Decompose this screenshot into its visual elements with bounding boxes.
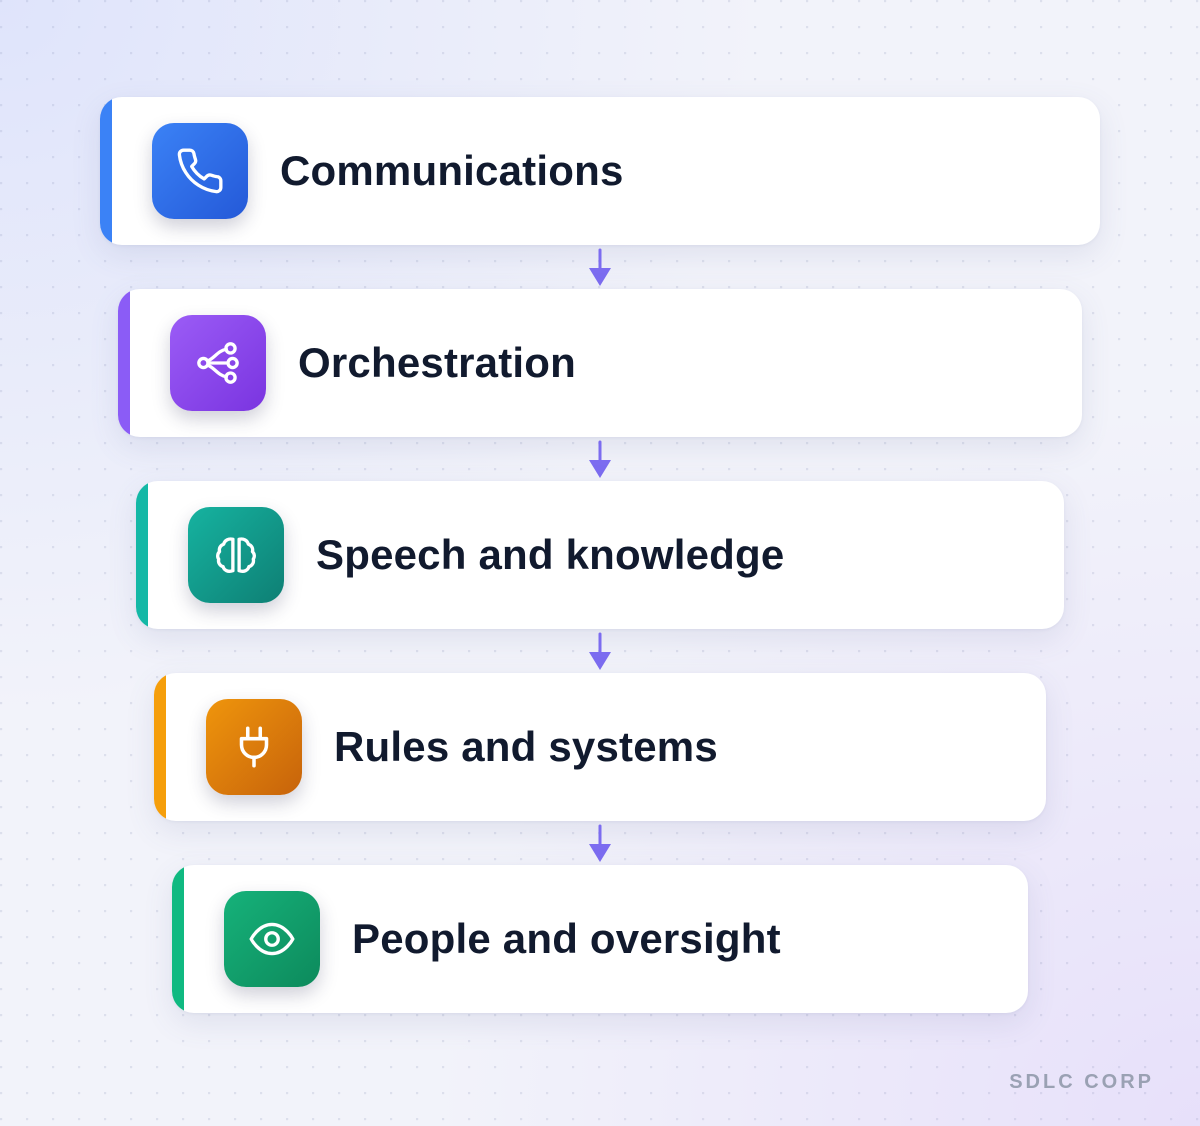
brain-icon <box>216 537 256 573</box>
down-arrow-connector <box>589 632 611 670</box>
step-label: Speech and knowledge <box>316 531 785 578</box>
eye-icon <box>249 922 295 956</box>
down-arrow-connector <box>589 824 611 862</box>
card-accent-bar <box>154 673 166 821</box>
step-label: People and oversight <box>352 915 781 962</box>
down-arrow-connector <box>589 440 611 478</box>
step-card-rules-and-systems: Rules and systems <box>154 673 1046 821</box>
card-accent-bar <box>118 289 130 437</box>
watermark-logo: SDLC CORP <box>1009 1071 1154 1093</box>
card-accent-bar <box>136 481 148 629</box>
icon-tile <box>170 315 266 411</box>
phone-icon <box>177 148 223 194</box>
step-card-speech-and-knowledge: Speech and knowledge <box>136 481 1064 629</box>
step-card-orchestration: Orchestration <box>118 289 1082 437</box>
step-label: Orchestration <box>298 339 576 386</box>
step-card-communications: Communications <box>100 97 1100 245</box>
step-card-people-and-oversight: People and oversight <box>172 865 1028 1013</box>
card-accent-bar <box>100 97 112 245</box>
plug-icon <box>239 726 269 768</box>
icon-tile <box>224 891 320 987</box>
card-accent-bar <box>172 865 184 1013</box>
step-label: Rules and systems <box>334 723 718 770</box>
icon-tile <box>188 507 284 603</box>
icon-tile <box>152 123 248 219</box>
icon-tile <box>206 699 302 795</box>
network-icon <box>197 342 239 384</box>
step-label: Communications <box>280 147 624 194</box>
down-arrow-connector <box>589 248 611 286</box>
